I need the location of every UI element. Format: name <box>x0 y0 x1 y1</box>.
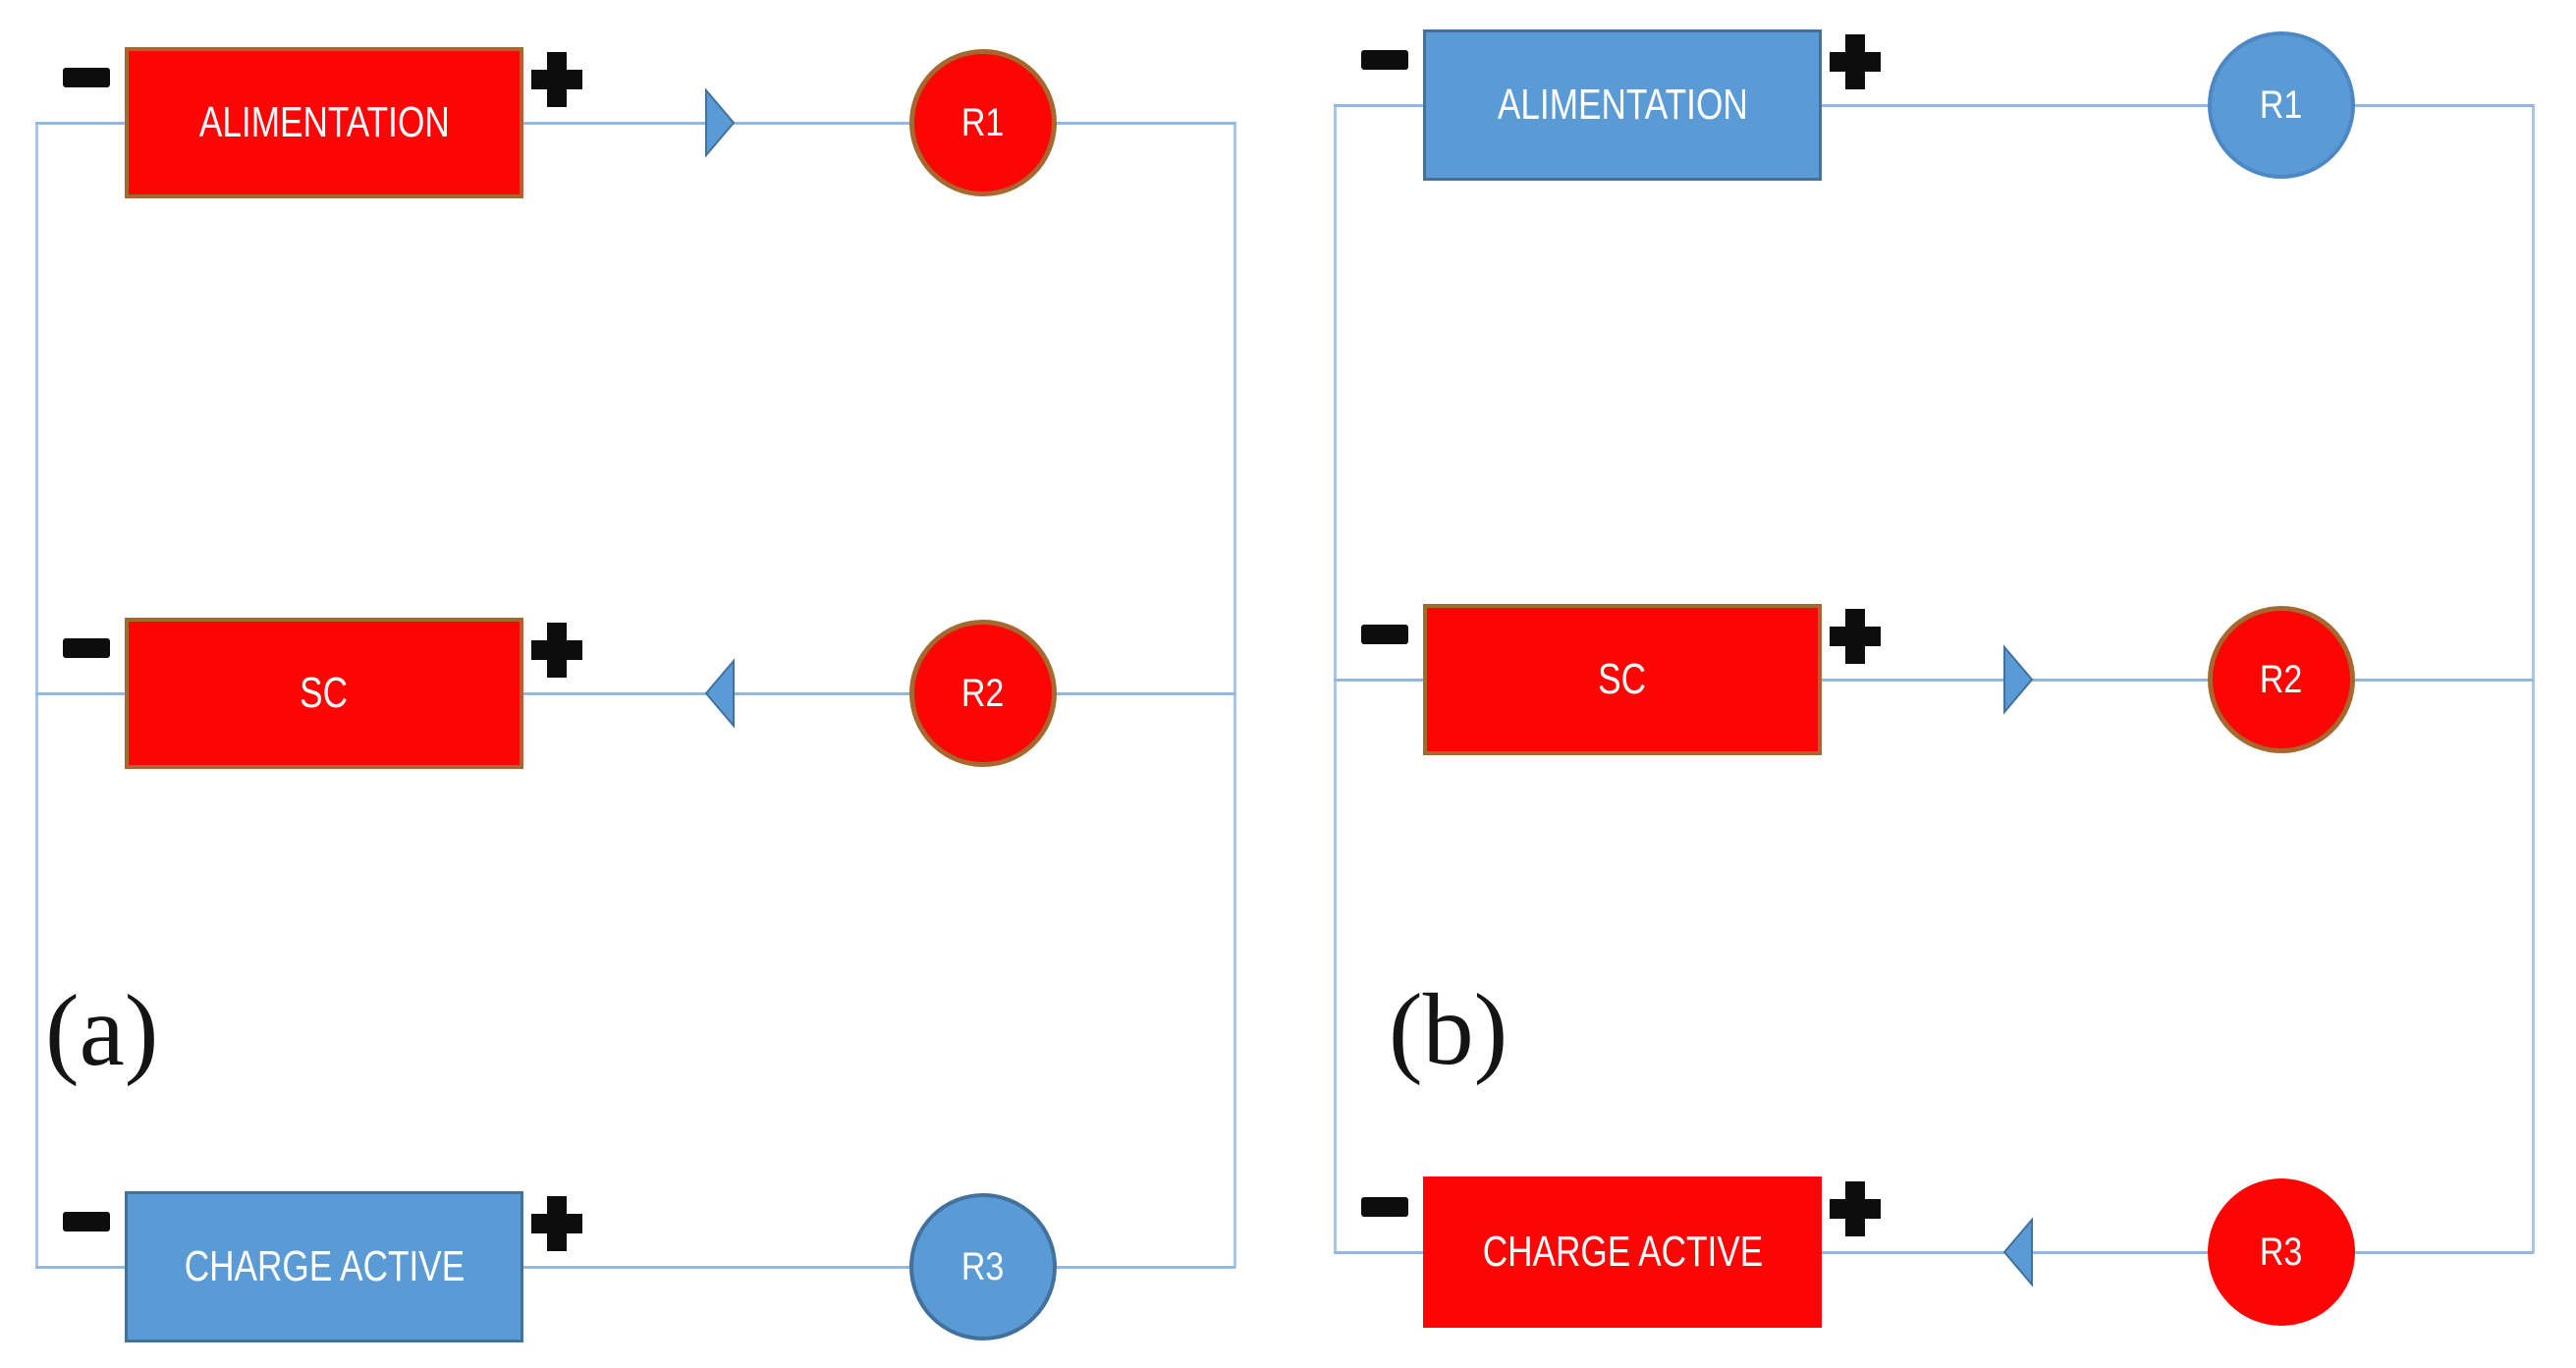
block-label: CHARGE ACTIVE <box>1482 1228 1763 1276</box>
block-charge-active-a: CHARGE ACTIVE <box>125 1191 523 1342</box>
block-label: ALIMENTATION <box>198 98 450 146</box>
relay-label: R1 <box>961 100 1005 144</box>
block-sc-a: SC <box>125 618 523 769</box>
block-alimentation-a: ALIMENTATION <box>125 47 523 198</box>
caption-b: (b) <box>1389 973 1508 1086</box>
block-label: ALIMENTATION <box>1497 81 1748 129</box>
plus-icon <box>1830 1181 1881 1236</box>
minus-icon <box>1361 50 1408 70</box>
flow-arrow-left-icon <box>704 658 735 729</box>
panel-a-wire-row1 <box>35 122 1235 125</box>
relay-r3-a: R3 <box>909 1193 1057 1341</box>
flow-arrow-left-icon <box>2002 1217 2033 1287</box>
plus-icon <box>1830 609 1881 664</box>
relay-r3-b: R3 <box>2208 1178 2355 1326</box>
relay-label: R2 <box>961 671 1005 715</box>
relay-r1-b: R1 <box>2208 31 2355 179</box>
block-label: SC <box>300 669 349 717</box>
panel-b-wire-row1 <box>1334 104 2534 107</box>
relay-label: R2 <box>2260 657 2303 701</box>
relay-label: R3 <box>961 1244 1005 1288</box>
relay-r2-a: R2 <box>909 620 1057 767</box>
plus-icon <box>531 1196 582 1251</box>
flow-arrow-right-icon <box>705 87 736 158</box>
panel-b-wire-row2 <box>1334 679 2534 682</box>
block-charge-active-b: CHARGE ACTIVE <box>1423 1176 1822 1328</box>
minus-icon <box>63 638 110 658</box>
panel-a-wire-row2 <box>35 692 1235 695</box>
caption-a: (a) <box>45 974 159 1087</box>
block-sc-b: SC <box>1423 604 1822 755</box>
block-label: SC <box>1598 655 1647 703</box>
panel-a-wire-row3 <box>35 1266 1235 1269</box>
minus-icon <box>63 1212 110 1231</box>
minus-icon <box>63 68 110 87</box>
minus-icon <box>1361 1197 1408 1217</box>
relay-r2-b: R2 <box>2208 606 2355 753</box>
plus-icon <box>531 623 582 678</box>
flow-arrow-right-icon <box>2003 644 2034 715</box>
panel-b-wire-row3 <box>1334 1251 2534 1254</box>
plus-icon <box>531 52 582 107</box>
relay-label: R3 <box>2260 1230 2303 1274</box>
plus-icon <box>1830 34 1881 89</box>
block-alimentation-b: ALIMENTATION <box>1423 29 1822 181</box>
relay-r1-a: R1 <box>909 49 1057 196</box>
block-label: CHARGE ACTIVE <box>184 1242 465 1290</box>
minus-icon <box>1361 625 1408 644</box>
relay-label: R1 <box>2260 82 2303 127</box>
